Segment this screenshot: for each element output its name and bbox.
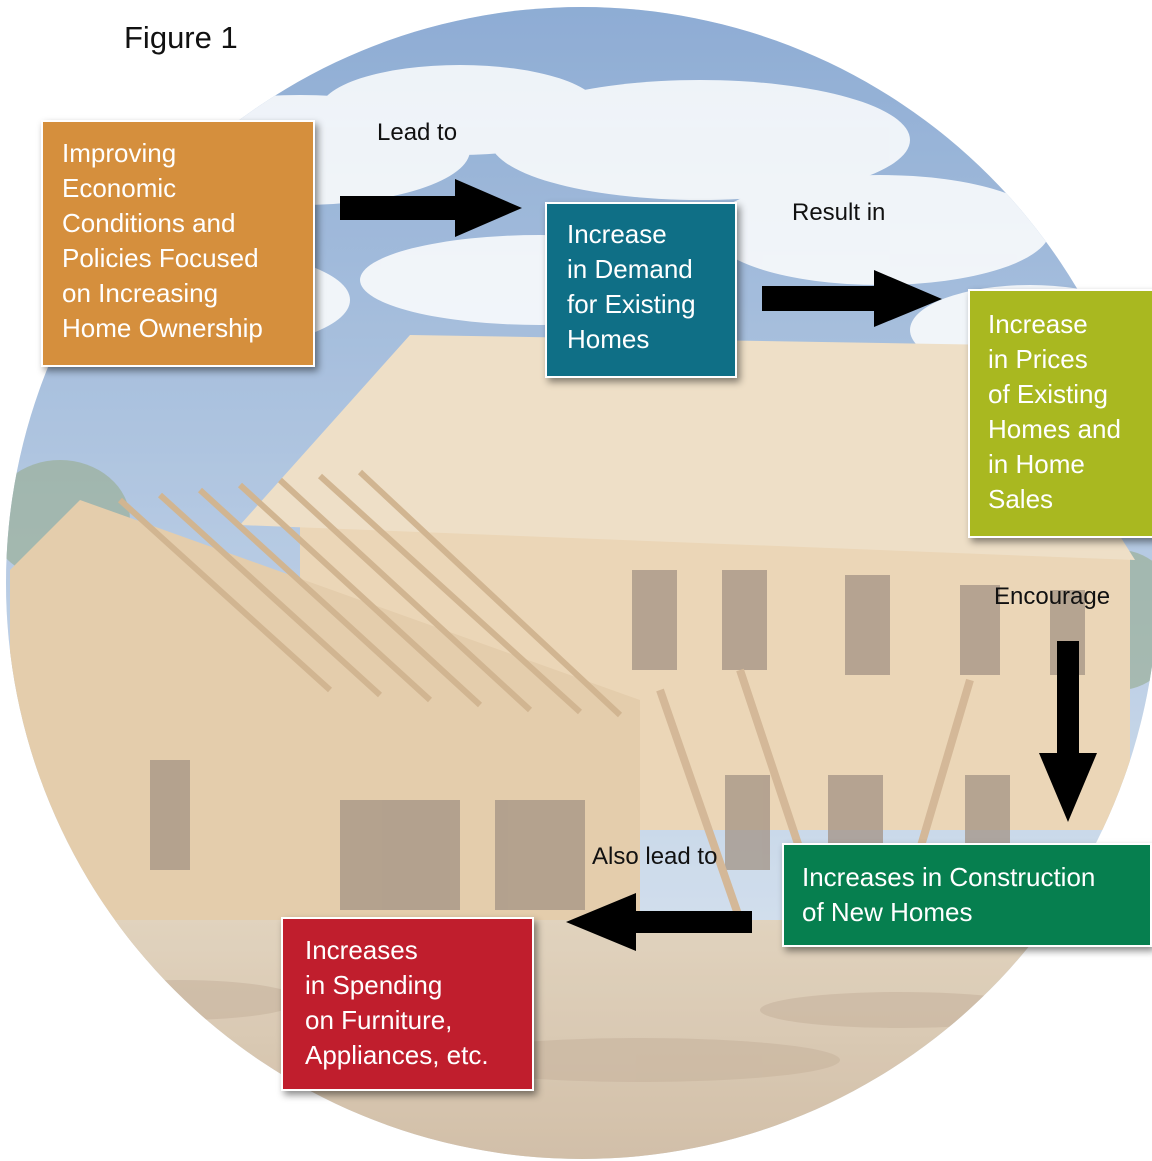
label-result-in: Result in xyxy=(792,199,886,226)
label-encourage: Encourage xyxy=(994,583,1111,610)
node-spending-text: Increases in Spending on Furniture, Appl… xyxy=(305,935,489,1070)
arrow-lead-to xyxy=(340,179,522,237)
node-construction-text: Increases in Construction of New Homes xyxy=(802,862,1096,927)
node-construction: Increases in Construction of New Homes xyxy=(782,843,1152,947)
label-also-lead-to: Also lead to xyxy=(592,843,718,870)
arrow-result-in xyxy=(762,270,942,327)
node-spending: Increases in Spending on Furniture, Appl… xyxy=(281,917,534,1091)
node-prices: Increase in Prices of Existing Homes and… xyxy=(968,289,1152,538)
node-economic-conditions-text: Improving Economic Conditions and Polici… xyxy=(62,138,263,343)
node-demand: Increase in Demand for Existing Homes xyxy=(545,202,737,378)
figure-label: Figure 1 xyxy=(124,20,238,55)
label-lead-to: Lead to xyxy=(377,119,458,146)
arrow-also-lead-to xyxy=(566,893,752,951)
node-demand-text: Increase in Demand for Existing Homes xyxy=(567,219,696,354)
node-prices-text: Increase in Prices of Existing Homes and… xyxy=(988,309,1121,514)
arrow-encourage xyxy=(1039,641,1097,822)
node-economic-conditions: Improving Economic Conditions and Polici… xyxy=(41,120,315,367)
